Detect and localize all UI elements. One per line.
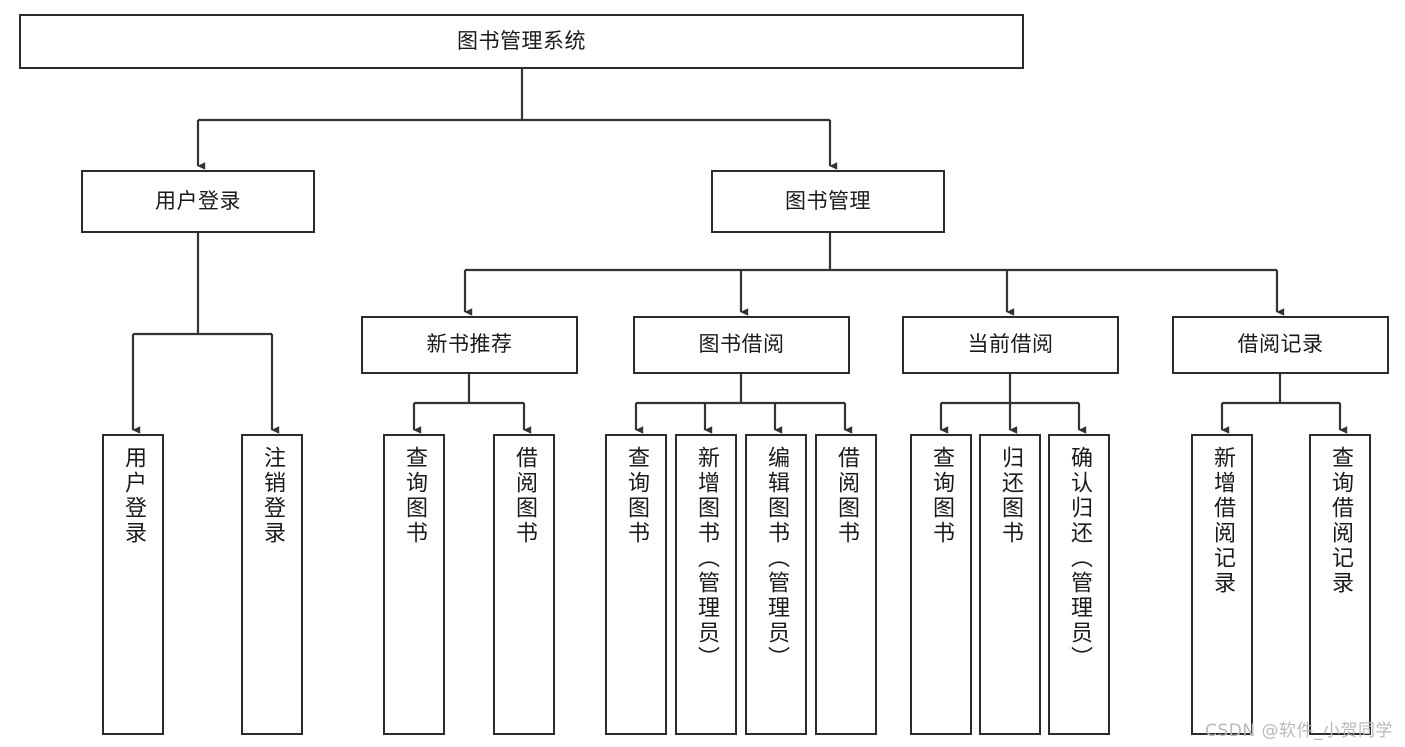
- node-leaf-query-book-c-label: 查询图书: [929, 446, 954, 546]
- node-user-login[interactable]: 用户登录: [81, 170, 315, 233]
- node-leaf-edit-book-label: 编辑图书（管理员）: [764, 446, 789, 671]
- node-leaf-user-login-label: 用户登录: [121, 446, 146, 546]
- node-leaf-edit-book[interactable]: 编辑图书（管理员）: [745, 434, 807, 735]
- node-root-label: 图书管理系统: [457, 28, 586, 53]
- node-leaf-borrow-book-b-label: 借阅图书: [834, 446, 859, 546]
- node-leaf-logout[interactable]: 注销登录: [241, 434, 303, 735]
- node-leaf-add-record-label: 新增借阅记录: [1210, 446, 1235, 596]
- node-leaf-borrow-book-a-label: 借阅图书: [512, 446, 537, 546]
- node-borrow-record[interactable]: 借阅记录: [1172, 316, 1389, 374]
- node-leaf-return-book[interactable]: 归还图书: [979, 434, 1041, 735]
- node-new-book-rec-label: 新书推荐: [426, 332, 513, 357]
- node-user-login-label: 用户登录: [155, 188, 241, 213]
- node-leaf-confirm-return[interactable]: 确认归还（管理员）: [1048, 434, 1110, 735]
- node-leaf-user-login[interactable]: 用户登录: [102, 434, 164, 735]
- node-current-borrow-label: 当前借阅: [967, 332, 1054, 357]
- node-leaf-confirm-return-label: 确认归还（管理员）: [1067, 446, 1092, 671]
- node-leaf-query-book-a-label: 查询图书: [402, 446, 427, 546]
- node-leaf-borrow-book-b[interactable]: 借阅图书: [815, 434, 877, 735]
- node-borrow-record-label: 借阅记录: [1237, 332, 1324, 357]
- node-leaf-query-book-c[interactable]: 查询图书: [910, 434, 972, 735]
- node-book-borrow-label: 图书借阅: [698, 332, 785, 357]
- node-leaf-add-book-label: 新增图书（管理员）: [694, 446, 719, 671]
- node-leaf-query-book-a[interactable]: 查询图书: [383, 434, 445, 735]
- node-book-manage-label: 图书管理: [785, 188, 871, 213]
- node-leaf-query-record-label: 查询借阅记录: [1328, 446, 1353, 596]
- node-leaf-query-book-b[interactable]: 查询图书: [605, 434, 667, 735]
- node-leaf-query-book-b-label: 查询图书: [624, 446, 649, 546]
- node-leaf-borrow-book-a[interactable]: 借阅图书: [493, 434, 555, 735]
- node-new-book-rec[interactable]: 新书推荐: [361, 316, 578, 374]
- node-current-borrow[interactable]: 当前借阅: [902, 316, 1119, 374]
- node-book-borrow[interactable]: 图书借阅: [633, 316, 850, 374]
- node-root[interactable]: 图书管理系统: [19, 14, 1024, 69]
- node-book-manage[interactable]: 图书管理: [711, 170, 945, 233]
- node-leaf-logout-label: 注销登录: [260, 446, 285, 546]
- node-leaf-add-record[interactable]: 新增借阅记录: [1191, 434, 1253, 735]
- node-leaf-query-record[interactable]: 查询借阅记录: [1309, 434, 1371, 735]
- node-leaf-return-book-label: 归还图书: [998, 446, 1023, 546]
- node-leaf-add-book[interactable]: 新增图书（管理员）: [675, 434, 737, 735]
